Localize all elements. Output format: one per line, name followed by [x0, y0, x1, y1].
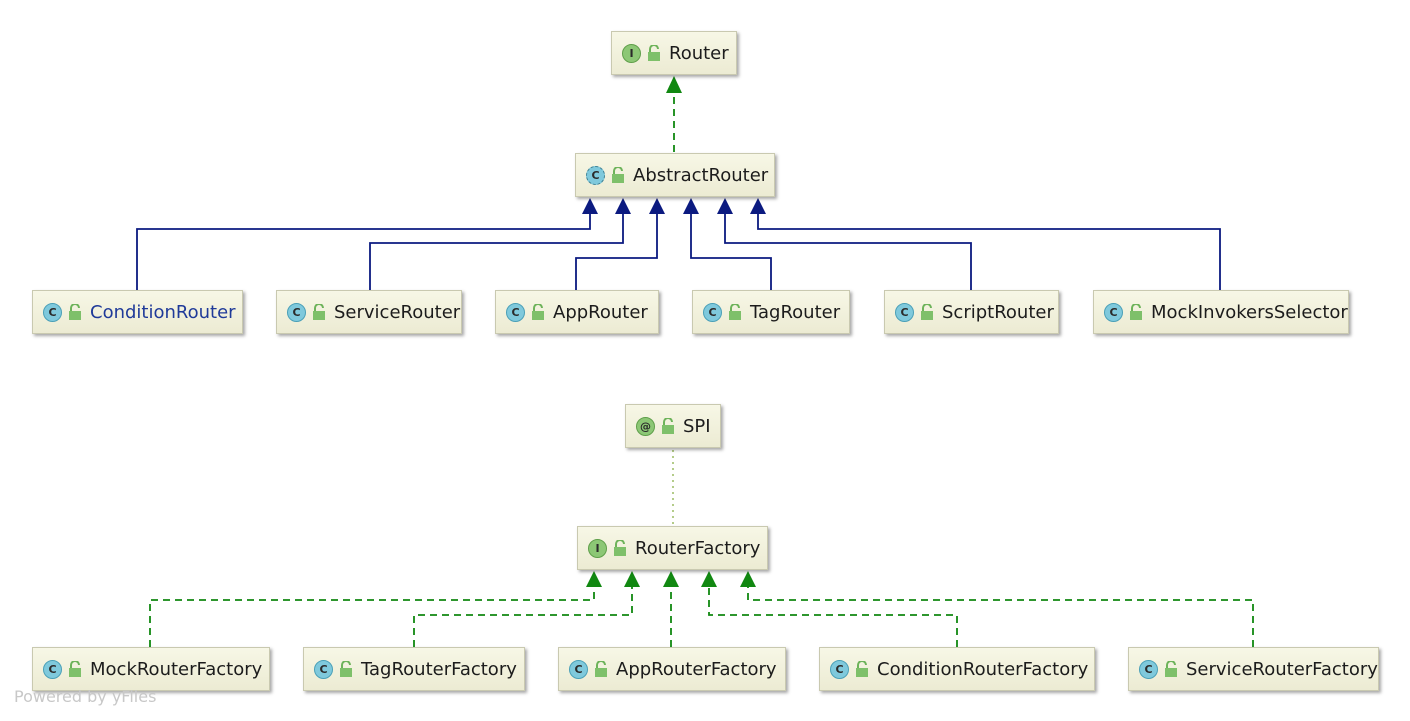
node-condition-router[interactable]: C ConditionRouter — [32, 290, 243, 334]
node-label: AppRouterFactory — [616, 658, 777, 680]
unlock-icon — [69, 304, 81, 320]
node-label: SPI — [683, 415, 711, 437]
class-icon: C — [830, 659, 849, 679]
interface-icon: I — [588, 538, 607, 558]
node-service-router-factory[interactable]: C ServiceRouterFactory — [1128, 647, 1379, 691]
unlock-icon — [856, 661, 868, 677]
unlock-icon — [612, 167, 624, 183]
unlock-icon — [921, 304, 933, 320]
node-label: TagRouterFactory — [361, 658, 517, 680]
unlock-icon — [595, 661, 607, 677]
node-label: AppRouter — [553, 301, 648, 323]
node-router[interactable]: I Router — [611, 31, 737, 75]
unlock-icon — [1130, 304, 1142, 320]
node-mock-router-factory[interactable]: C MockRouterFactory — [32, 647, 270, 691]
node-tag-router[interactable]: C TagRouter — [692, 290, 850, 334]
node-tag-router-factory[interactable]: C TagRouterFactory — [303, 647, 525, 691]
class-icon: C — [506, 302, 525, 322]
node-condition-router-factory[interactable]: C ConditionRouterFactory — [819, 647, 1095, 691]
class-icon: C — [314, 659, 333, 679]
unlock-icon — [69, 661, 81, 677]
unlock-icon — [614, 540, 626, 556]
node-router-factory[interactable]: I RouterFactory — [577, 526, 768, 570]
class-icon: C — [895, 302, 914, 322]
class-icon: C — [569, 659, 588, 679]
unlock-icon — [729, 304, 741, 320]
unlock-icon — [662, 418, 674, 434]
edge-condition-router-factory-to-router-factory — [701, 571, 958, 647]
class-icon: C — [43, 302, 62, 322]
node-spi[interactable]: @ SPI — [625, 404, 721, 448]
node-app-router[interactable]: C AppRouter — [495, 290, 659, 334]
node-label: TagRouter — [750, 301, 841, 323]
edge-mock-router-factory-to-router-factory — [149, 571, 602, 647]
node-mock-invokers-selector[interactable]: C MockInvokersSelector — [1093, 290, 1349, 334]
abstract-class-icon: C — [586, 165, 605, 185]
class-icon: C — [1139, 659, 1158, 679]
edge-tag-router-factory-to-router-factory — [413, 571, 640, 647]
node-label: ServiceRouter — [334, 301, 461, 323]
node-label: ServiceRouterFactory — [1186, 658, 1378, 680]
node-label: MockRouterFactory — [90, 658, 263, 680]
node-label: MockInvokersSelector — [1151, 301, 1348, 323]
unlock-icon — [340, 661, 352, 677]
interface-icon: I — [622, 43, 641, 63]
yfiles-watermark: Powered by yFiles — [14, 687, 157, 706]
unlock-icon — [648, 45, 660, 61]
edge-service-router-factory-to-router-factory — [740, 571, 1254, 647]
unlock-icon — [532, 304, 544, 320]
node-label: RouterFactory — [635, 537, 761, 559]
class-icon: C — [1104, 302, 1123, 322]
node-script-router[interactable]: C ScriptRouter — [884, 290, 1059, 334]
unlock-icon — [313, 304, 325, 320]
node-service-router[interactable]: C ServiceRouter — [276, 290, 462, 334]
edge-service-router-to-abstract-router — [369, 198, 631, 290]
node-app-router-factory[interactable]: C AppRouterFactory — [558, 647, 786, 691]
edge-abstract-router-to-router — [666, 76, 682, 152]
class-icon: C — [287, 302, 306, 322]
edge-app-router-factory-to-router-factory — [663, 571, 679, 647]
node-label: AbstractRouter — [633, 164, 769, 186]
edge-app-router-to-abstract-router — [575, 198, 665, 290]
node-label: ScriptRouter — [942, 301, 1054, 323]
edge-script-router-to-abstract-router — [717, 198, 972, 290]
node-abstract-router[interactable]: C AbstractRouter — [575, 153, 775, 197]
edge-mock-invokers-selector-to-abstract-router — [750, 198, 1221, 290]
node-label: Router — [669, 42, 729, 64]
node-label: ConditionRouter — [90, 301, 236, 323]
node-label: ConditionRouterFactory — [877, 658, 1089, 680]
edge-condition-router-to-abstract-router — [136, 198, 598, 290]
edge-tag-router-to-abstract-router — [683, 198, 772, 290]
class-icon: C — [43, 659, 62, 679]
unlock-icon — [1165, 661, 1177, 677]
annotation-icon: @ — [636, 416, 655, 436]
class-icon: C — [703, 302, 722, 322]
